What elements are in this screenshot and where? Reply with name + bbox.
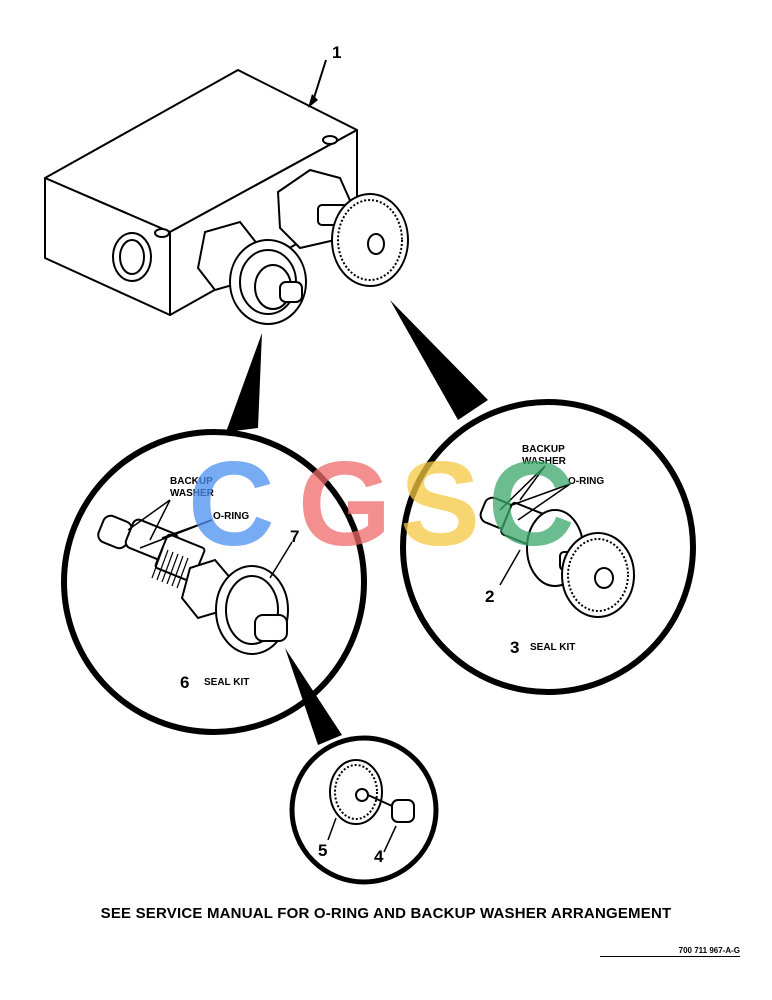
small-detail-leaders <box>327 817 397 853</box>
small-detail-circle <box>289 735 439 885</box>
left-leader-lines <box>127 499 293 579</box>
document-number: 700 711 967-A-G <box>600 946 740 957</box>
right-detail-circle <box>400 399 696 695</box>
callout-item-6: 6 <box>180 673 189 692</box>
right-seal-kit-label: SEAL KIT <box>530 642 575 653</box>
knob-and-cap <box>329 759 415 825</box>
left-detail-pointer <box>226 333 262 432</box>
left-backup-washer-label-1: BACKUP <box>170 476 213 487</box>
left-detail-circle <box>61 429 367 735</box>
watermark-letter-c: C <box>188 437 275 571</box>
callout-item-7: 7 <box>290 527 299 546</box>
left-backup-washer-label-2: WASHER <box>170 488 215 499</box>
left-thread-lines <box>151 547 189 589</box>
callout-item-5: 5 <box>318 841 327 860</box>
watermark-logo: C G S C <box>188 437 575 571</box>
left-o-ring-label: O-RING <box>213 511 249 522</box>
right-cartridge <box>479 496 635 618</box>
right-o-ring-label: O-RING <box>568 476 604 487</box>
left-seal-kit-label: SEAL KIT <box>204 677 249 688</box>
arrowhead-item-1 <box>308 94 318 108</box>
watermark-letter-c-2: C <box>488 437 575 571</box>
caption: SEE SERVICE MANUAL FOR O-RING AND BACKUP… <box>100 905 672 922</box>
left-adjuster-assembly <box>196 220 307 325</box>
callout-item-2: 2 <box>485 587 494 606</box>
callout-item-3: 3 <box>510 638 519 657</box>
callout-item-4: 4 <box>374 847 384 866</box>
left-cartridge <box>97 514 289 655</box>
small-detail-pointer <box>285 648 342 745</box>
watermark-letter-g: G <box>298 437 391 571</box>
right-backup-washer-label-1: BACKUP <box>522 444 565 455</box>
right-adjuster-assembly <box>276 168 409 287</box>
right-detail-pointer <box>390 300 488 420</box>
watermark-letter-s: S <box>400 437 480 571</box>
right-leader-lines <box>499 465 571 586</box>
right-backup-washer-label-2: WASHER <box>522 456 567 467</box>
callout-item-1: 1 <box>332 43 341 62</box>
